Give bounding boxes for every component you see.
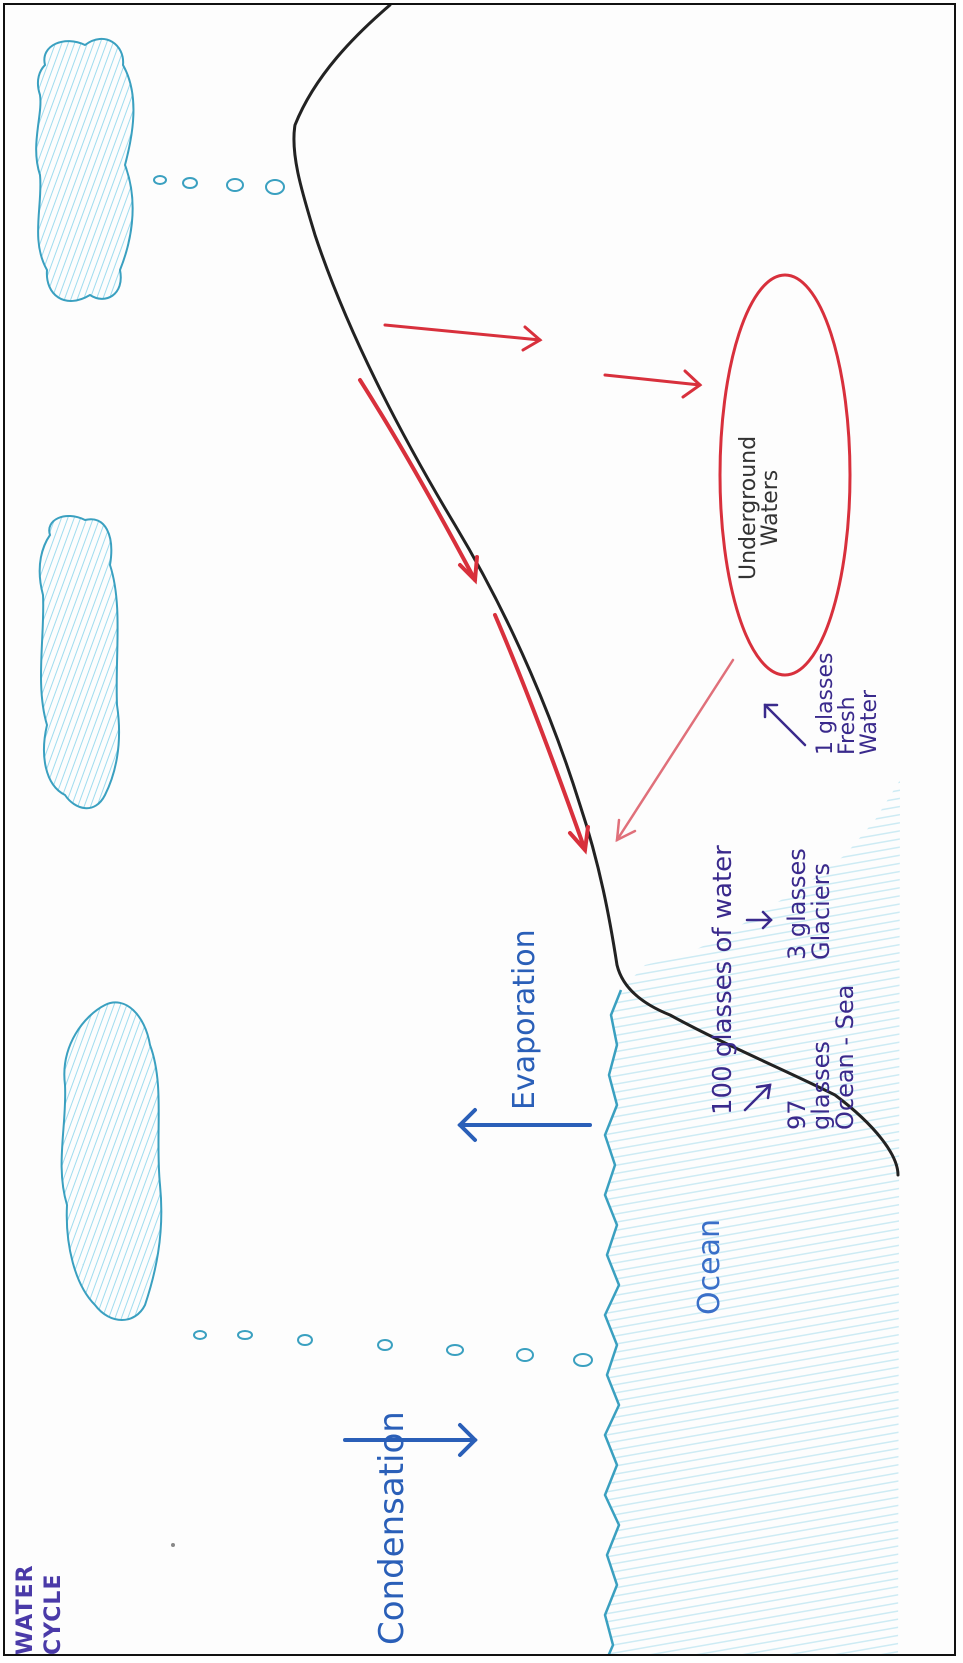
total-glasses-label: 100 glasses of water — [708, 845, 738, 1115]
title-cycle: CYCLE — [41, 1573, 66, 1655]
condensation-arrow — [343, 1423, 478, 1457]
title-water: WATER — [13, 1564, 38, 1655]
land-outline — [292, 5, 900, 1177]
red-arrow-2 — [603, 369, 703, 399]
red-arrow-underground-flow — [615, 658, 735, 843]
underground-waters-ellipse — [718, 273, 852, 677]
ocean-label: Ocean — [692, 1219, 727, 1315]
red-arrow-runoff-2 — [493, 613, 590, 855]
raindrops-top — [153, 175, 285, 195]
cloud-bottom — [60, 1001, 163, 1321]
underground-waters-label: Underground Waters — [736, 435, 783, 580]
pencil-dot — [171, 1543, 175, 1547]
breakdown-arrow-ocean — [743, 1083, 772, 1112]
red-arrow-1 — [383, 323, 543, 352]
fresh-water-label: 1 glasses Fresh Water — [813, 652, 882, 755]
cloud-top — [35, 38, 135, 302]
diagram-frame: WATER CYCLE Condensation Evaporation Oce… — [3, 3, 956, 1656]
ocean-area — [605, 780, 900, 1654]
cloud-middle — [38, 515, 121, 810]
ocean-glasses-label: 97 glasses Ocean - Sea — [783, 984, 859, 1130]
red-arrow-runoff-1 — [358, 378, 479, 585]
breakdown-arrow-glaciers — [745, 910, 773, 930]
condensation-label: Condensation — [372, 1411, 412, 1645]
ocean-surface-line — [603, 989, 623, 1654]
raindrops-bottom — [193, 1330, 593, 1367]
breakdown-arrow-fresh — [763, 703, 807, 747]
water-cycle-drawing — [35, 5, 900, 1654]
evaporation-arrow — [457, 1108, 592, 1142]
glaciers-label: 3 glasses Glaciers — [783, 848, 835, 960]
evaporation-label: Evaporation — [507, 929, 542, 1110]
